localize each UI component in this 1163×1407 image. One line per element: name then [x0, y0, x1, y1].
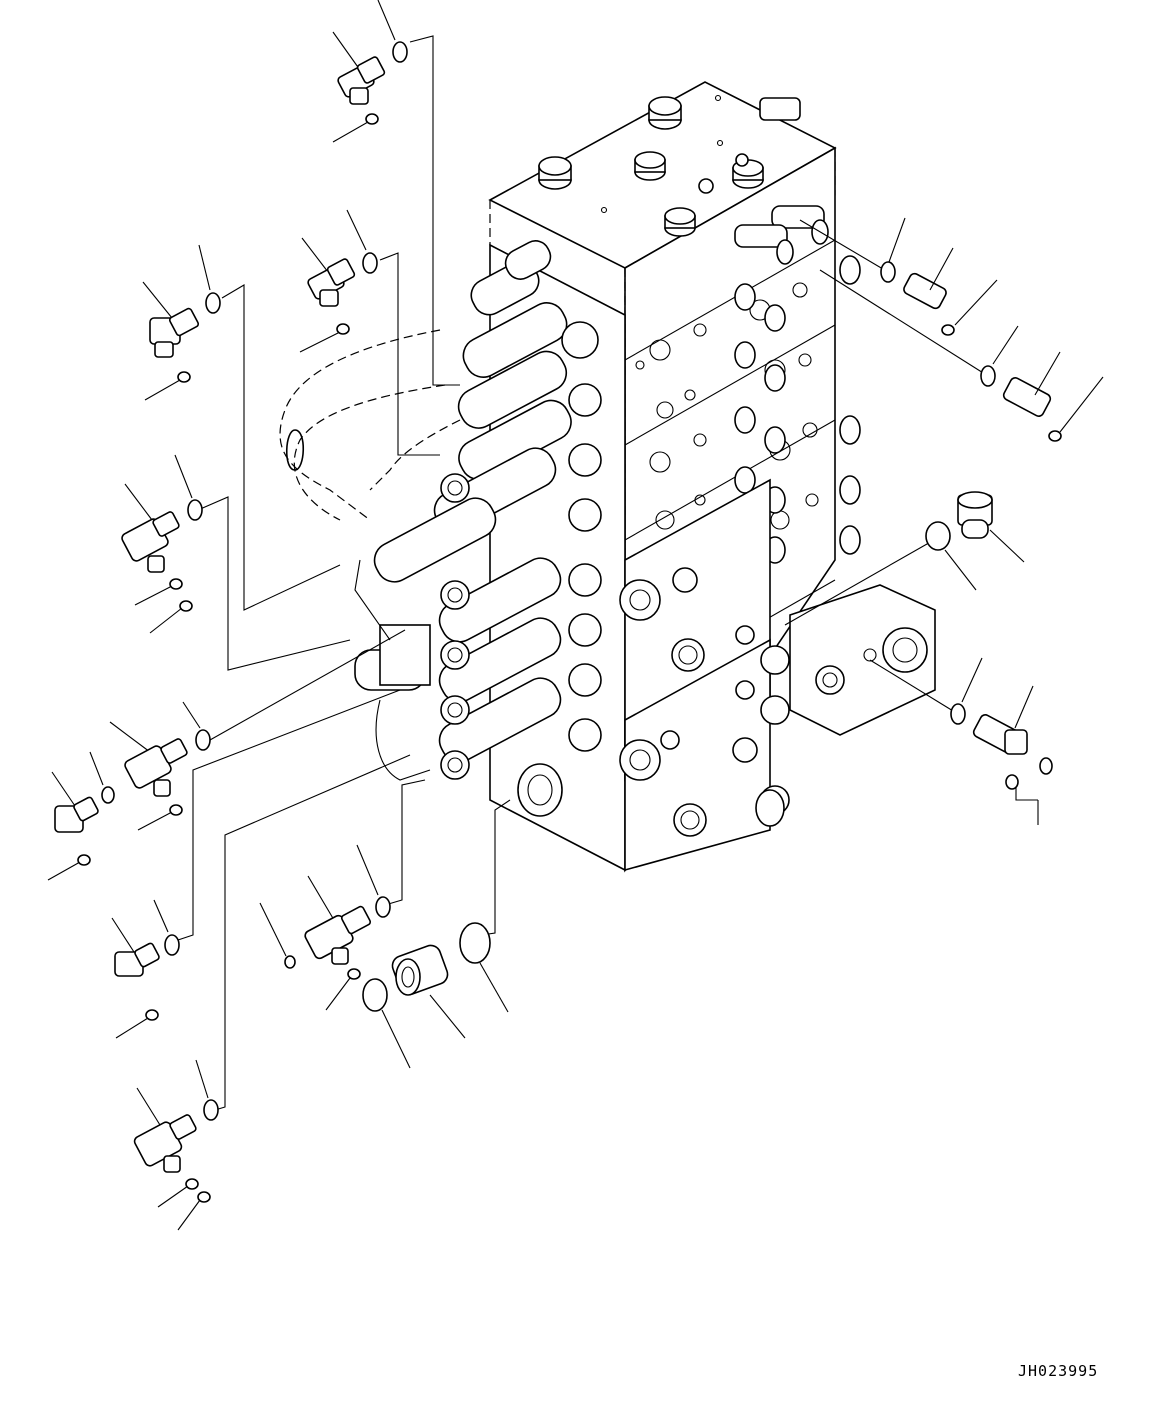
elbow-fitting-k: [880, 217, 998, 336]
o-ring: [950, 703, 966, 725]
o-ring: [205, 292, 221, 314]
tee-fitting-h: [133, 1059, 219, 1231]
elbow-fitting-n: [950, 657, 1053, 825]
wiring-harness: [279, 329, 461, 781]
port-plug-j: [362, 922, 509, 1069]
o-ring: [880, 261, 896, 283]
solenoid-stack: [354, 240, 602, 817]
o-ring: [392, 41, 408, 63]
tee-fitting-d: [121, 454, 203, 634]
side-valve-module: [789, 584, 936, 736]
o-ring: [187, 499, 203, 521]
control-valve-assembly: [279, 81, 936, 873]
tee-fitting-i: [259, 844, 391, 1011]
tee-fitting-e: [109, 701, 211, 831]
elbow-fitting-b: [299, 209, 378, 353]
o-ring: [195, 729, 211, 751]
o-ring: [980, 365, 996, 387]
o-ring-large: [459, 922, 491, 964]
top-bolts: [538, 94, 764, 237]
elbow-fitting-a: [332, 0, 408, 143]
o-ring: [101, 786, 115, 804]
elbow-fitting-l: [980, 325, 1104, 442]
elbow-fitting-c: [142, 244, 221, 401]
elbow-fitting-f: [47, 751, 115, 881]
o-ring: [164, 934, 180, 956]
o-ring: [203, 1099, 219, 1121]
o-ring-large: [925, 521, 951, 551]
o-ring-large: [362, 978, 388, 1012]
exploded-parts: [47, 0, 1104, 1231]
plug-m: [925, 491, 1025, 591]
drawing-code: JH023995: [1018, 1362, 1098, 1380]
o-ring: [362, 252, 378, 274]
top-right-ports: [734, 97, 829, 265]
elbow-fitting-g: [111, 899, 180, 1039]
lower-sections: [619, 478, 790, 872]
o-ring: [375, 896, 391, 918]
